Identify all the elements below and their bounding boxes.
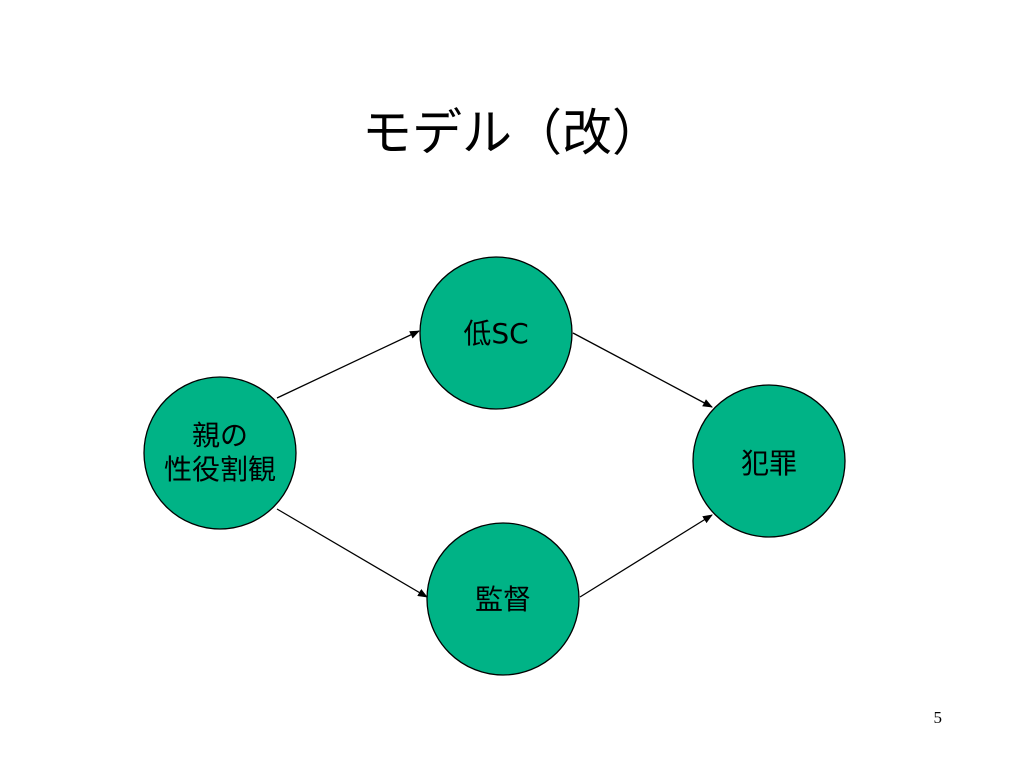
page-number: 5 xyxy=(933,708,943,727)
node-parental-gender-role-circle xyxy=(143,376,297,530)
slide-title: モデル（改） xyxy=(362,104,662,162)
node-parental-gender-role-label: 親の 性役割観 xyxy=(144,419,296,487)
node-parental-gender-role-line-2: 性役割観 xyxy=(163,453,276,486)
node-supervision-line-1: 監督 xyxy=(474,583,531,616)
edge-parent-to-lowsc xyxy=(276,330,420,399)
node-low-sc-label: 低SC xyxy=(420,317,572,351)
edge-parent-to-supervision xyxy=(276,508,428,598)
node-low-sc-circle xyxy=(419,256,573,410)
node-low-sc-line-1: 低SC xyxy=(463,317,529,350)
node-crime-label: 犯罪 xyxy=(693,447,845,481)
node-crime-line-1: 犯罪 xyxy=(740,447,797,480)
node-crime-circle xyxy=(692,384,846,538)
node-parental-gender-role-line-1: 親の xyxy=(191,419,248,452)
node-supervision-circle xyxy=(426,522,580,676)
edge-supervision-to-crime xyxy=(579,514,713,598)
edge-lowsc-to-crime xyxy=(572,332,713,408)
node-supervision-label: 監督 xyxy=(427,583,579,617)
